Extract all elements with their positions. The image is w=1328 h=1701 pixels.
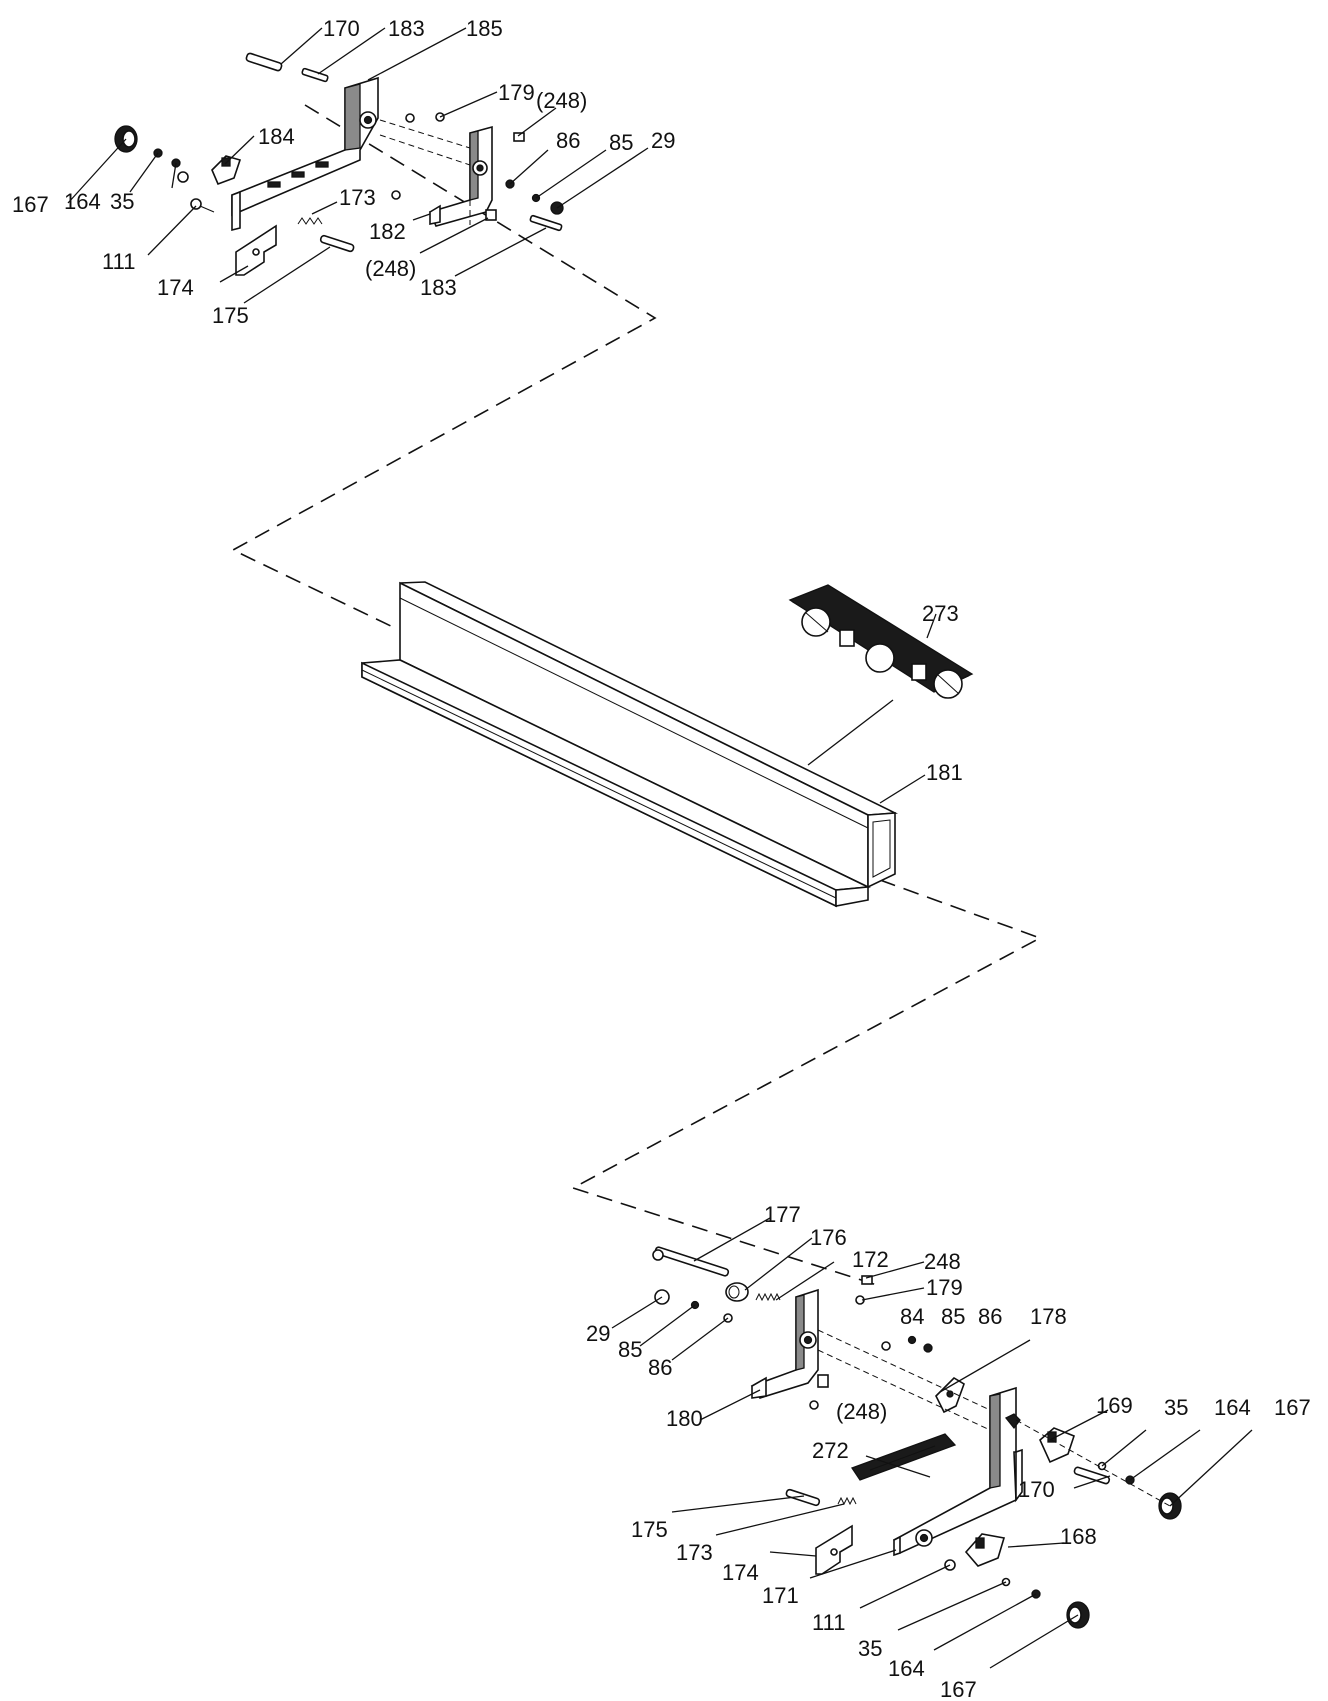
spring-173 xyxy=(837,1496,857,1506)
bracket-180 xyxy=(750,1288,819,1399)
part-label: 35 xyxy=(1164,1395,1188,1420)
bushing-176 xyxy=(725,1282,749,1302)
washer-85-right xyxy=(907,1335,917,1345)
plate-174 xyxy=(815,1524,853,1575)
part-label: 171 xyxy=(762,1583,799,1608)
front-bracket-assembly xyxy=(652,1246,1182,1629)
part-label: 272 xyxy=(812,1438,849,1463)
part-label: 179 xyxy=(498,80,535,105)
part-label: 181 xyxy=(926,760,963,785)
warning-label-273 xyxy=(788,584,974,766)
rear-bracket-assembly xyxy=(114,52,564,276)
part-label: 182 xyxy=(369,219,406,244)
part-label: 169 xyxy=(1096,1393,1133,1418)
washer-86-right xyxy=(923,1343,933,1353)
part-label: 29 xyxy=(586,1321,610,1346)
cam-178 xyxy=(935,1376,965,1414)
part-label: 172 xyxy=(852,1247,889,1272)
part-label: 174 xyxy=(157,275,194,300)
bolt-177 xyxy=(652,1246,730,1277)
leader-lines-top xyxy=(67,27,649,304)
screw-182 xyxy=(391,190,401,200)
fence-rail-181 xyxy=(361,581,898,908)
part-label: 86 xyxy=(648,1355,672,1380)
part-label: 175 xyxy=(631,1517,668,1542)
part-label: 164 xyxy=(888,1656,925,1681)
part-label: 170 xyxy=(1018,1477,1055,1502)
part-label: 111 xyxy=(102,249,135,274)
part-label: 179 xyxy=(926,1275,963,1300)
screw-180 xyxy=(809,1400,819,1410)
screw-179a xyxy=(405,113,415,123)
pin-183-top xyxy=(301,67,329,83)
part-label: 168 xyxy=(1060,1524,1097,1549)
part-label: 184 xyxy=(258,124,295,149)
part-label: 273 xyxy=(922,601,959,626)
housing-171 xyxy=(851,1386,1023,1557)
screw-84 xyxy=(881,1341,891,1351)
part-label: 178 xyxy=(1030,1304,1067,1329)
part-label: 164 xyxy=(1214,1395,1251,1420)
part-label: 86 xyxy=(556,128,580,153)
part-label: 174 xyxy=(722,1560,759,1585)
part-label: 183 xyxy=(420,275,457,300)
part-label: 175 xyxy=(212,303,249,328)
handle-169 xyxy=(1039,1427,1075,1464)
part-label: 167 xyxy=(940,1677,977,1701)
part-label: 180 xyxy=(666,1406,703,1431)
lever-168 xyxy=(964,1533,1006,1567)
bracket-185 xyxy=(231,76,379,232)
part-label: 35 xyxy=(110,189,134,214)
part-label: 85 xyxy=(609,130,633,155)
pin-170 xyxy=(245,52,283,72)
bracket-182 xyxy=(428,125,493,227)
pin-175 xyxy=(785,1488,821,1507)
part-label: (248) xyxy=(536,88,587,113)
part-label: 85 xyxy=(618,1337,642,1362)
part-label: 84 xyxy=(900,1304,924,1329)
insert-248-top xyxy=(513,132,525,142)
screw-183-bottom xyxy=(529,214,563,232)
lever-184 xyxy=(211,155,242,186)
part-label: 111 xyxy=(812,1610,845,1635)
part-label: 29 xyxy=(651,128,675,153)
pin-175 xyxy=(319,234,355,253)
leader-lines-middle xyxy=(879,613,937,804)
part-label: 183 xyxy=(388,16,425,41)
part-label: 173 xyxy=(676,1540,713,1565)
part-label: 86 xyxy=(978,1304,1002,1329)
part-label: (248) xyxy=(365,256,416,281)
plate-174 xyxy=(235,224,277,276)
screw-head xyxy=(177,171,189,183)
insert-248 xyxy=(861,1275,873,1285)
part-label: 185 xyxy=(466,16,503,41)
screw-111 xyxy=(190,198,215,213)
part-label: 177 xyxy=(764,1202,801,1227)
insert-248-bottom xyxy=(485,209,497,221)
part-label: 167 xyxy=(12,192,49,217)
part-label: 173 xyxy=(339,185,376,210)
part-label: 170 xyxy=(323,16,360,41)
part-label: 35 xyxy=(858,1636,882,1661)
part-labels-middle: 273 181 xyxy=(922,601,963,785)
part-labels-top: 170 183 185 179 (248) 184 86 85 29 167 1… xyxy=(12,16,675,328)
spring-173 xyxy=(297,217,323,225)
part-labels-bottom: 177 176 172 248 179 84 85 86 178 29 85 8… xyxy=(586,1202,1311,1701)
part-label: 176 xyxy=(810,1225,847,1250)
part-label: 167 xyxy=(1274,1395,1311,1420)
part-label: 85 xyxy=(941,1304,965,1329)
part-label: 164 xyxy=(64,189,101,214)
part-label: 248 xyxy=(924,1249,961,1274)
part-label: (248) xyxy=(836,1399,887,1424)
insert-248-paren xyxy=(817,1374,829,1388)
leader-lines-bottom xyxy=(611,1217,1253,1669)
spring-172 xyxy=(755,1292,781,1302)
